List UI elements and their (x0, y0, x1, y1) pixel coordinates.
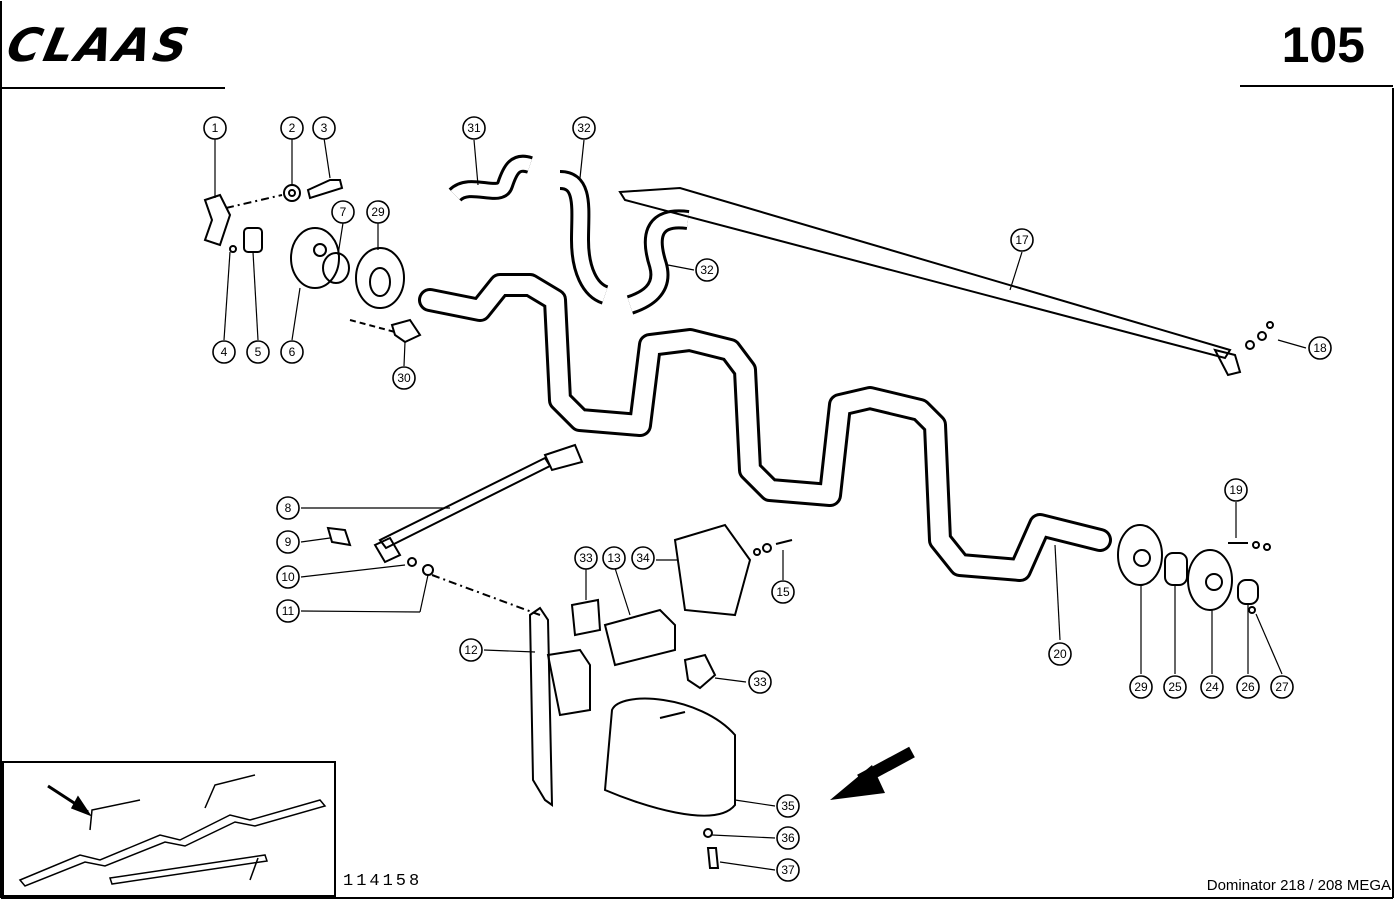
bracket-parts (203, 179, 422, 344)
callout-circle (771, 580, 795, 604)
callout-circle (776, 826, 800, 850)
callout-circle (246, 340, 270, 364)
hose-parts (448, 154, 690, 315)
callout-35: 35 (781, 799, 795, 813)
callout-circle (1129, 675, 1153, 699)
callout-circle (366, 200, 390, 224)
lever-parts (528, 523, 793, 807)
callout-31: 31 (467, 121, 481, 135)
callout-8: 8 (285, 501, 292, 515)
callout-circle (280, 116, 304, 140)
drawing-number: 114158 (343, 872, 423, 891)
brand-logo: CLAAS (2, 18, 197, 72)
callout-circle (276, 496, 300, 520)
cylinder-part (603, 697, 736, 869)
callout-19: 19 (1229, 483, 1243, 497)
callout-circle (1163, 675, 1187, 699)
callout-34: 34 (636, 551, 650, 565)
callout-12: 12 (464, 643, 478, 657)
callout-circle (574, 546, 598, 570)
callout-3: 3 (321, 121, 328, 135)
callout-7: 7 (340, 205, 347, 219)
callout-circle (276, 565, 300, 589)
callout-13: 13 (607, 551, 621, 565)
callout-circle (1224, 478, 1248, 502)
callout-circle (280, 340, 304, 364)
inset-overview (2, 761, 336, 897)
callout-labels: 1 2 3 4 5 6 7 29 30 31 32 32 17 18 19 20… (212, 121, 1327, 877)
callout-circle (392, 366, 416, 390)
callout-circle (1010, 228, 1034, 252)
rod-parts (326, 443, 584, 616)
callout-9: 9 (285, 535, 292, 549)
model-label: Dominator 218 / 208 MEGA (1206, 877, 1391, 894)
callout-circle (695, 258, 719, 282)
callout-32a: 32 (577, 121, 591, 135)
page-number: 105 (1281, 17, 1365, 73)
callout-20: 20 (1053, 647, 1067, 661)
callout-circle (462, 116, 486, 140)
callout-circle (203, 116, 227, 140)
callout-circle (1270, 675, 1294, 699)
callout-circle (1308, 336, 1332, 360)
callout-2: 2 (289, 121, 296, 135)
callout-37: 37 (781, 863, 795, 877)
callout-circle (572, 116, 596, 140)
callout-29b: 29 (1134, 680, 1148, 694)
callout-circle (459, 638, 483, 662)
callout-36: 36 (781, 831, 795, 845)
callout-33a: 33 (579, 551, 593, 565)
callout-4: 4 (221, 345, 228, 359)
callout-circle (276, 599, 300, 623)
callout-circle (312, 116, 336, 140)
callout-5: 5 (255, 345, 262, 359)
callout-17: 17 (1015, 233, 1029, 247)
callout-circle (776, 794, 800, 818)
callout-11: 11 (282, 604, 295, 618)
callout-30: 30 (397, 371, 411, 385)
callout-circle (1048, 642, 1072, 666)
callout-27: 27 (1275, 680, 1289, 694)
crank-tube (418, 273, 1112, 582)
direction-arrow (830, 746, 915, 800)
callout-circle (276, 530, 300, 554)
callout-circle (776, 858, 800, 882)
callout-circle (748, 670, 772, 694)
callout-circle (212, 340, 236, 364)
callout-1: 1 (212, 121, 219, 135)
callout-circle (602, 546, 626, 570)
callout-circle (1236, 675, 1260, 699)
callout-32b: 32 (700, 263, 714, 277)
callout-18: 18 (1313, 341, 1327, 355)
callout-circles (203, 116, 1332, 882)
callout-circle (331, 200, 355, 224)
callout-6: 6 (289, 345, 296, 359)
callout-24: 24 (1205, 680, 1219, 694)
callout-15: 15 (776, 585, 790, 599)
callout-25: 25 (1168, 680, 1182, 694)
callout-29a: 29 (371, 205, 385, 219)
callout-10: 10 (281, 570, 295, 584)
leader-lines (214, 137, 1307, 871)
callout-33b: 33 (753, 675, 767, 689)
callout-circle (631, 546, 655, 570)
callout-circle (1200, 675, 1224, 699)
callout-26: 26 (1241, 680, 1255, 694)
bar-part (618, 186, 1274, 377)
